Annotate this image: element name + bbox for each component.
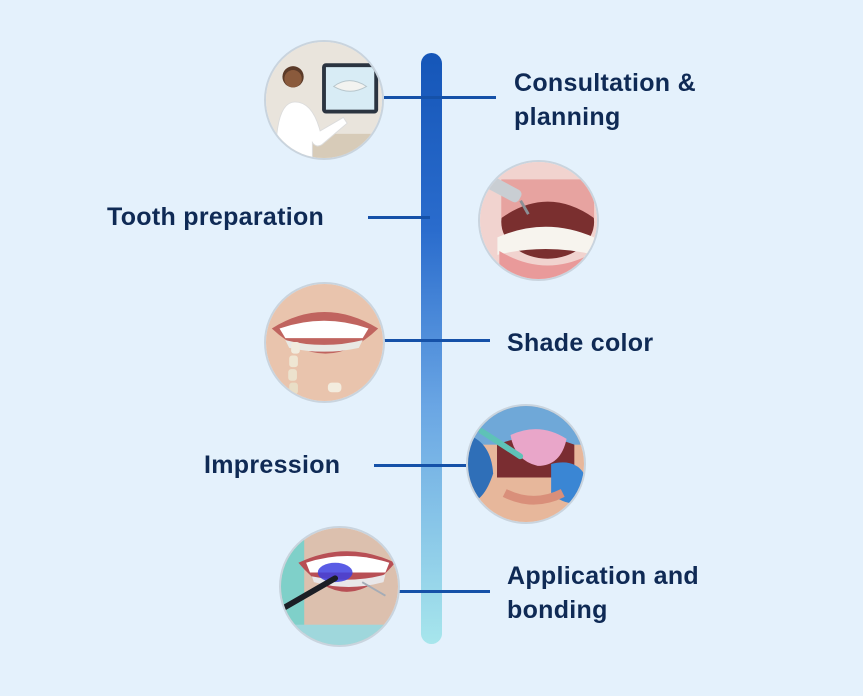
- step-label-application-bonding: Application and bonding: [507, 562, 699, 624]
- connector-step-4: [374, 464, 466, 467]
- connector-step-2: [368, 216, 430, 219]
- step-label-consultation: Consultation & planning: [514, 69, 696, 131]
- step-label-shade-color: Shade color: [507, 329, 654, 357]
- shade-guide-photo: [264, 282, 385, 403]
- curing-light-photo: [279, 526, 400, 647]
- step-label-tooth-preparation: Tooth preparation: [107, 203, 325, 231]
- connector-step-3: [384, 339, 490, 342]
- connector-step-5: [398, 590, 490, 593]
- step-label-impression: Impression: [204, 451, 341, 479]
- connector-step-1: [384, 96, 496, 99]
- dentist-screen-photo: [264, 40, 384, 160]
- timeline-bar: [421, 53, 442, 644]
- impression-tray-photo: [466, 404, 586, 524]
- dental-drill-photo: [478, 160, 599, 281]
